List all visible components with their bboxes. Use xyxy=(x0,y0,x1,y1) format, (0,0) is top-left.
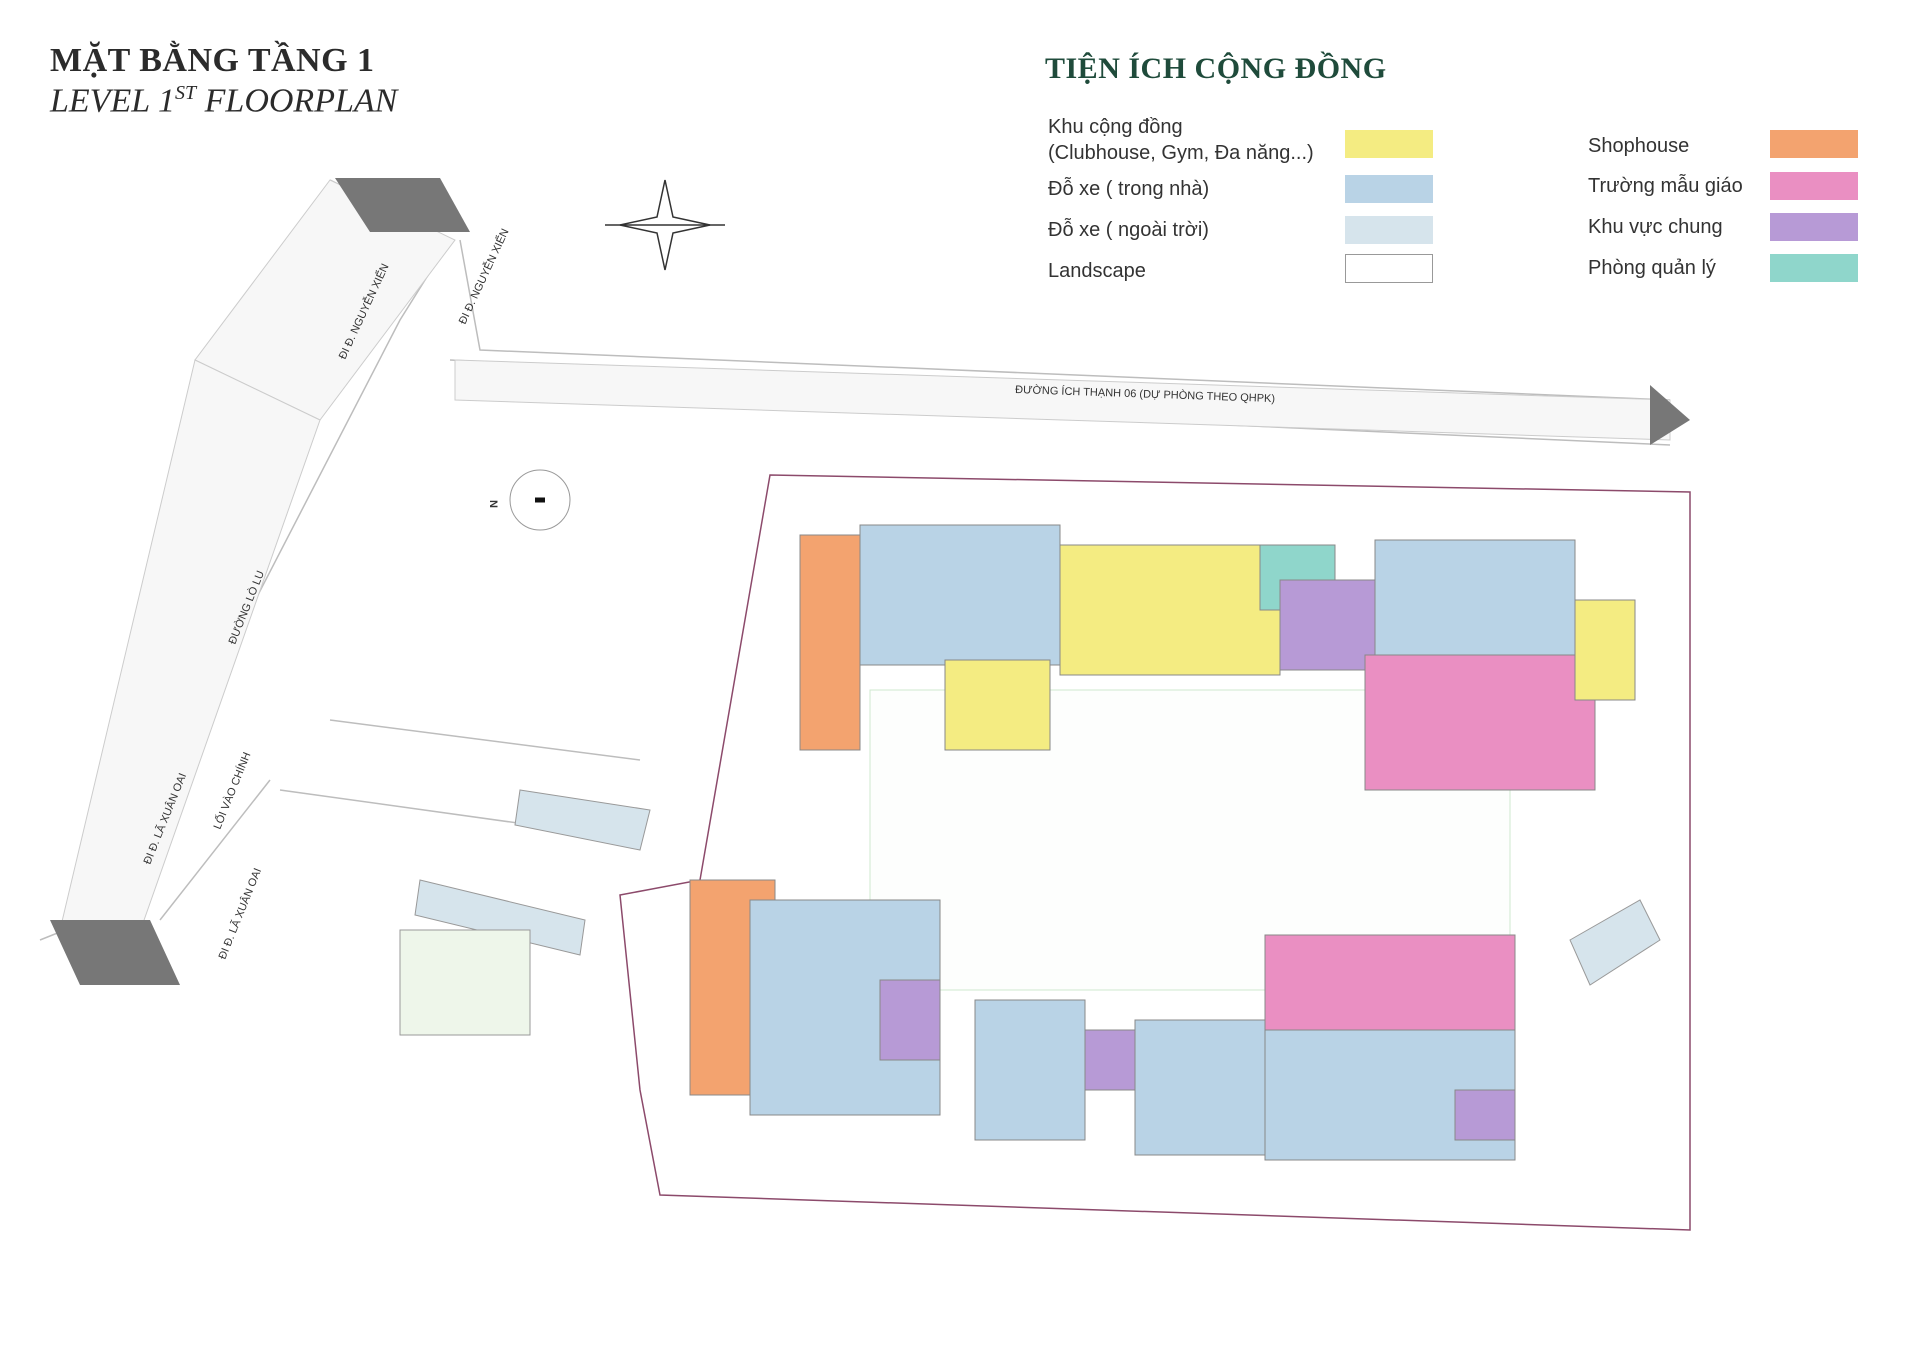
community-north-east xyxy=(1574,599,1636,701)
common-south-west xyxy=(879,979,941,1061)
north-marker-icon xyxy=(509,469,571,531)
legend-label-kindergarten: Trường mẫu giáo xyxy=(1588,175,1743,197)
site-boundary xyxy=(619,474,1691,1231)
common-south-east xyxy=(1454,1089,1516,1141)
kindergarten-south xyxy=(1264,934,1516,1031)
legend-swatch-management xyxy=(1770,254,1858,282)
legend-label-management: Phòng quản lý xyxy=(1588,257,1716,279)
road-label-nguyen-xien-1: ĐI Đ. NGUYỄN XIỂN xyxy=(456,227,512,327)
legend-swatch-common-area xyxy=(1770,213,1858,241)
south-block xyxy=(689,879,1516,1161)
road-ich-thanh xyxy=(454,359,1671,441)
parking-north-east xyxy=(1374,539,1576,661)
legend-swatch-kindergarten xyxy=(1770,172,1858,200)
legend-label-shophouse: Shophouse xyxy=(1588,135,1690,157)
legend-label-community: Khu cộng đồng (Clubhouse, Gym, Đa năng..… xyxy=(1048,114,1314,166)
title-block: MẶT BẰNG TẦNG 1 LEVEL 1ST FLOORPLAN xyxy=(50,42,397,120)
legend-label-common-area: Khu vực chung xyxy=(1588,216,1723,238)
road-arrow-top xyxy=(335,178,470,232)
compass-rose-icon xyxy=(605,179,725,271)
legend-swatch-shophouse xyxy=(1770,130,1858,158)
legend-label-indoor-parking: Đỗ xe ( trong nhà) xyxy=(1048,178,1210,200)
road-arrow-bottom xyxy=(50,920,180,985)
legend-swatch-indoor-parking xyxy=(1345,175,1433,203)
legend-swatch-landscape xyxy=(1345,254,1433,283)
legend-label-community-line2: (Clubhouse, Gym, Đa năng...) xyxy=(1048,142,1314,164)
page-subtitle: LEVEL 1ST FLOORPLAN xyxy=(50,82,397,120)
road-label-la-xuan-oai-2: ĐI Đ. LÃ XUÂN OAI xyxy=(216,866,264,961)
north-label: N xyxy=(487,500,499,508)
community-north-small xyxy=(944,659,1051,751)
playground xyxy=(399,929,531,1036)
parking-south-mid-1 xyxy=(974,999,1086,1141)
legend-title: TIỆN ÍCH CỘNG ĐỒNG xyxy=(1045,52,1387,85)
legend-swatch-outdoor-parking xyxy=(1345,216,1433,244)
north-block xyxy=(799,524,1636,791)
shophouse-north xyxy=(799,534,861,751)
page-title: MẶT BẰNG TẦNG 1 xyxy=(50,42,375,79)
legend-label-outdoor-parking: Đỗ xe ( ngoài trời) xyxy=(1048,219,1209,241)
community-clubhouse xyxy=(1059,544,1281,676)
subtitle-suffix: FLOORPLAN xyxy=(196,82,398,120)
legend-label-landscape: Landscape xyxy=(1048,260,1146,282)
road-lo-lu xyxy=(59,359,321,961)
subtitle-sup: ST xyxy=(175,82,197,104)
road-label-loi-vao: LỐI VÀO CHÍNH xyxy=(210,750,254,831)
subtitle-prefix: LEVEL 1 xyxy=(50,82,176,120)
legend-label-community-line1: Khu cộng đồng xyxy=(1048,116,1183,138)
kindergarten-north xyxy=(1364,654,1596,791)
parking-south-mid-2 xyxy=(1134,1019,1271,1156)
legend-swatch-community xyxy=(1345,130,1433,158)
common-south-mid xyxy=(1084,1029,1141,1091)
parking-north-west xyxy=(859,524,1061,666)
road-arrow-right xyxy=(1650,385,1690,445)
outdoor-parking xyxy=(414,789,1661,986)
